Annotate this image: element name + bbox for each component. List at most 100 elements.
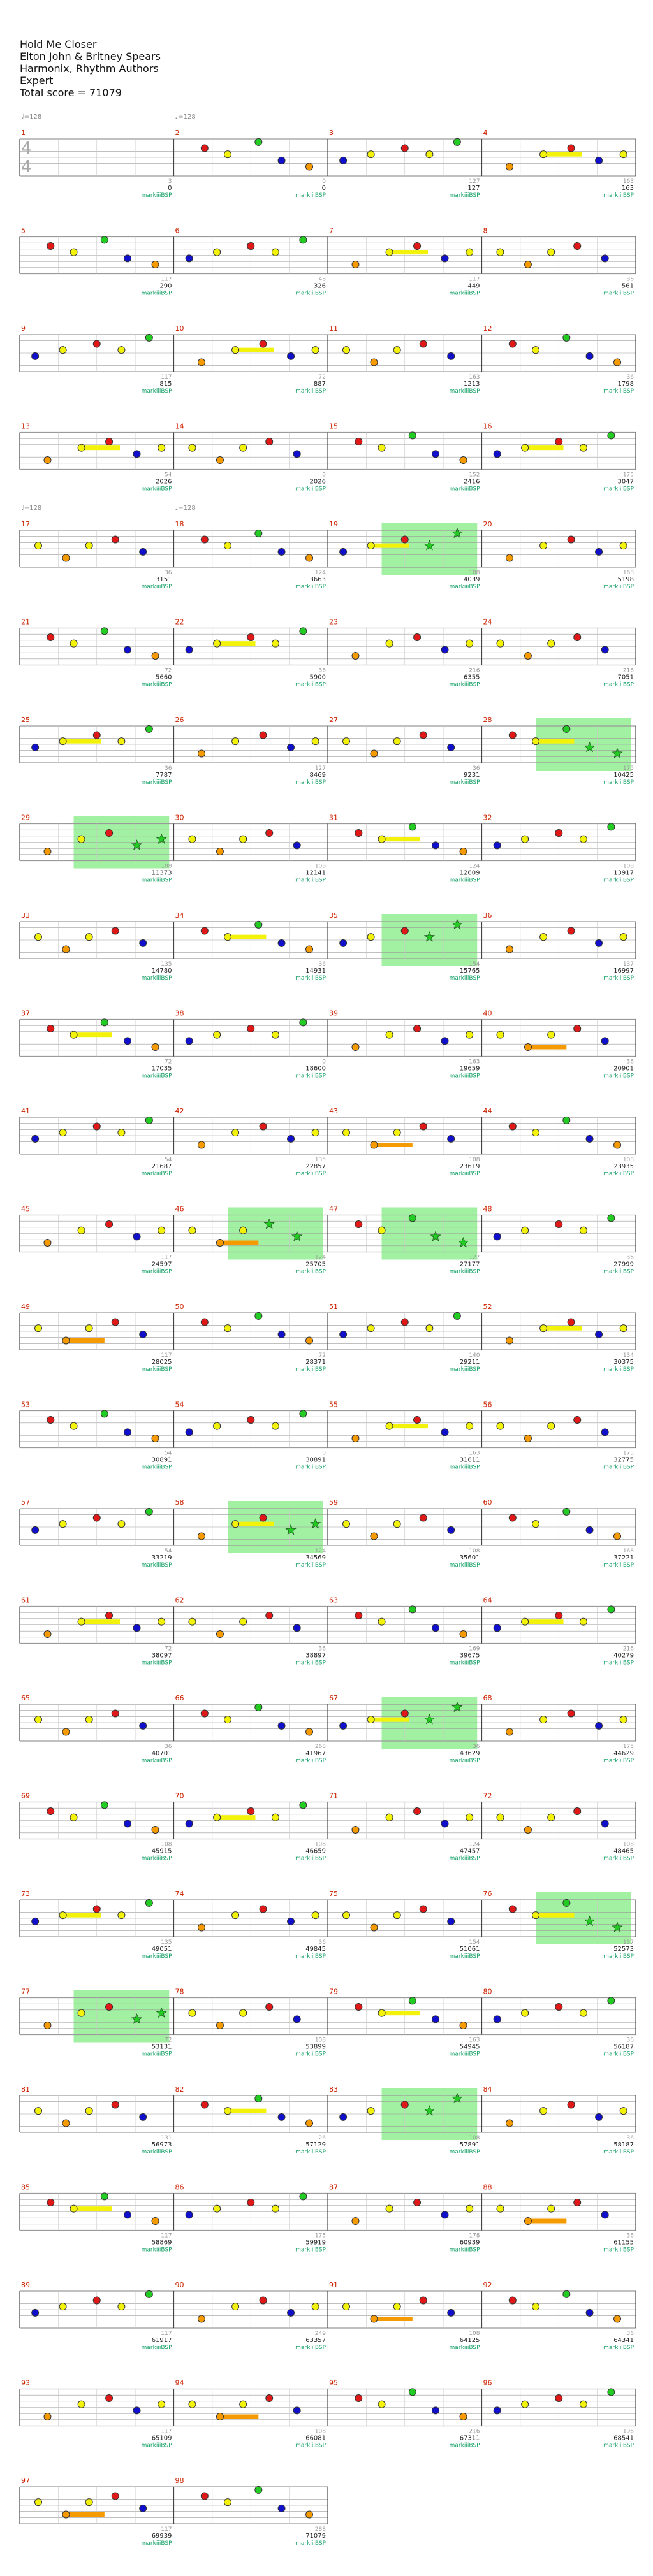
yellow-note <box>77 444 85 452</box>
sustain <box>62 1913 101 1918</box>
green-note <box>254 920 263 929</box>
star-note <box>156 2007 167 2018</box>
running-score: 32775 <box>613 1457 634 1464</box>
blue-note <box>441 1037 449 1045</box>
multiplier-label: markiiiBSP <box>603 192 634 199</box>
multiplier-label: markiiiBSP <box>295 388 326 394</box>
note-count: 36 <box>627 2331 635 2337</box>
note-count: 108 <box>315 1842 326 1848</box>
yellow-note <box>239 444 247 452</box>
blue-note <box>277 939 286 947</box>
multiplier-label: markiiiBSP <box>450 2051 480 2058</box>
multiplier-label: markiiiBSP <box>603 2247 634 2254</box>
red-note <box>92 1514 101 1522</box>
blue-note <box>447 352 455 360</box>
yellow-note <box>213 1813 221 1821</box>
yellow-note <box>367 150 375 159</box>
green-note <box>408 1997 416 2005</box>
note-count: 175 <box>623 472 634 479</box>
red-note <box>508 2296 517 2305</box>
measure-number: 90 <box>175 2281 184 2289</box>
yellow-note <box>77 1226 85 1234</box>
red-note <box>92 731 101 739</box>
sustain <box>389 250 428 255</box>
red-note <box>111 2492 119 2500</box>
measure-number: 75 <box>329 1890 338 1898</box>
green-note <box>453 138 461 146</box>
time-signature-denominator: 4 <box>21 157 32 177</box>
orange-note <box>351 1043 360 1051</box>
running-score: 24597 <box>152 1261 172 1268</box>
note-count: 117 <box>161 1255 172 1261</box>
yellow-note <box>271 1031 279 1039</box>
note-count: 108 <box>623 1842 634 1848</box>
green-note <box>254 138 263 146</box>
measure-number: 27 <box>329 716 338 724</box>
blue-note <box>493 2406 501 2415</box>
yellow-note <box>70 248 78 256</box>
measure-number: 70 <box>175 1792 184 1800</box>
green-note <box>254 1312 263 1320</box>
green-note <box>562 1899 571 1907</box>
orange-note <box>216 848 224 855</box>
running-score: 57129 <box>305 2141 326 2148</box>
note-count: 249 <box>315 2331 326 2337</box>
yellow-note <box>117 346 126 354</box>
green-note <box>145 1116 153 1124</box>
note-count: 168 <box>623 570 634 576</box>
orange-note <box>370 1532 378 1540</box>
multiplier-label: markiiiBSP <box>295 1465 326 1471</box>
blue-note <box>277 156 286 164</box>
yellow-note <box>231 1129 240 1137</box>
measure-number: 50 <box>175 1303 184 1311</box>
multiplier-label: markiiiBSP <box>603 1758 634 1764</box>
red-note <box>47 2199 55 2206</box>
star-note <box>263 1218 275 1229</box>
note-count: 124 <box>315 570 326 576</box>
note-count: 108 <box>315 2037 326 2044</box>
blue-note <box>31 1134 40 1143</box>
green-note <box>562 725 571 733</box>
running-score: 35601 <box>460 1554 480 1561</box>
blue-note <box>139 1721 147 1730</box>
green-note <box>299 1801 307 1809</box>
note-count: 72 <box>165 1059 172 1066</box>
yellow-note <box>188 2009 196 2017</box>
multiplier-label: markiiiBSP <box>450 1073 480 1080</box>
measure-number: 22 <box>175 618 184 626</box>
yellow-note <box>77 1617 85 1626</box>
note-count: 178 <box>469 2233 480 2240</box>
green-note <box>299 627 307 635</box>
running-score: 64341 <box>613 2337 634 2344</box>
yellow-note <box>539 2107 548 2115</box>
measure-number: 11 <box>329 324 338 333</box>
green-note <box>100 1410 108 1418</box>
orange-note <box>197 1141 205 1149</box>
measure-number: 84 <box>483 2085 492 2094</box>
orange-note <box>524 1826 532 1834</box>
red-note <box>355 2003 363 2011</box>
sustain <box>219 2414 259 2419</box>
note-count: 36 <box>627 277 635 283</box>
multiplier-label: markiiiBSP <box>142 1660 172 1667</box>
yellow-note <box>532 2303 540 2311</box>
orange-note <box>216 2413 224 2420</box>
multiplier-label: markiiiBSP <box>603 975 634 981</box>
multiplier-label: markiiiBSP <box>450 975 480 981</box>
blue-note <box>339 1721 348 1730</box>
sustain <box>536 1913 575 1918</box>
blue-note <box>601 1428 609 1436</box>
yellow-note <box>213 248 221 256</box>
yellow-note <box>117 1129 126 1137</box>
red-note <box>567 927 575 935</box>
multiplier-label: markiiiBSP <box>295 779 326 786</box>
blue-note <box>31 2308 40 2317</box>
running-score: 63357 <box>305 2337 326 2344</box>
star-note <box>451 2092 463 2104</box>
